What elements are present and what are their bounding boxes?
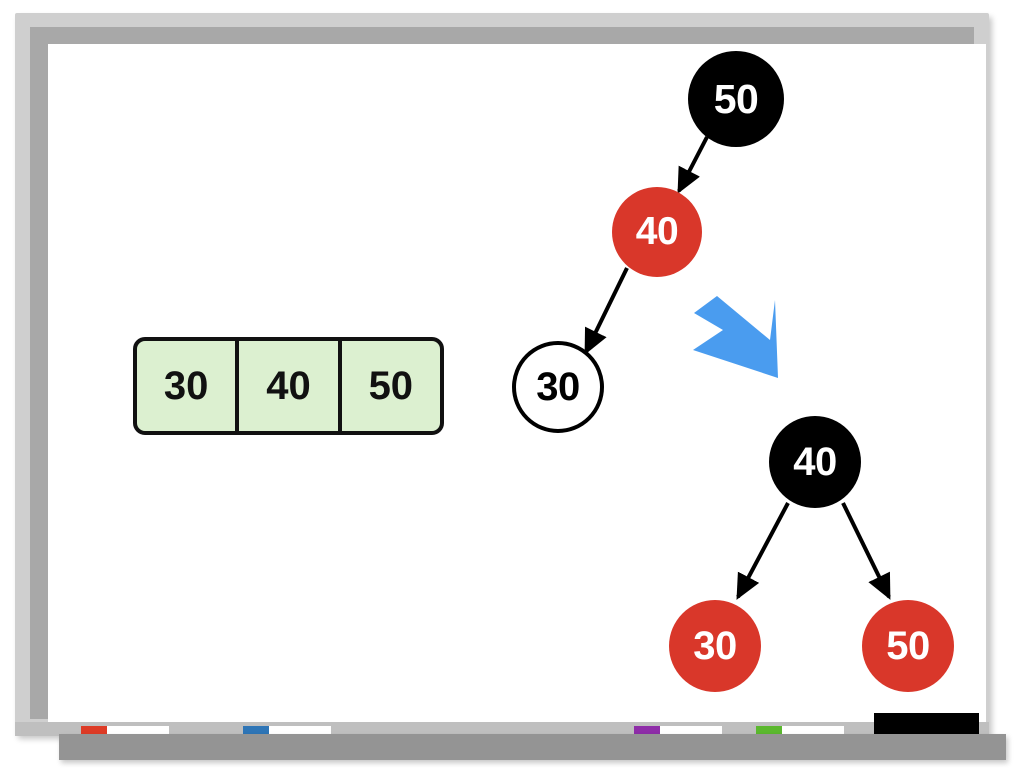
whiteboard-frame <box>15 13 989 735</box>
array-cell: 40 <box>235 341 337 431</box>
tree-node-before-40-red: 40 <box>612 187 702 277</box>
tree-node-after-40-black: 40 <box>769 416 861 508</box>
sorted-array: 30 40 50 <box>133 337 444 435</box>
tree-node-after-50-red: 50 <box>862 600 954 692</box>
array-cell: 30 <box>163 363 209 408</box>
tree-node-before-50-black: 50 <box>688 51 784 147</box>
tray-ledge <box>59 734 1006 760</box>
array-cell: 50 <box>337 341 440 431</box>
tree-node-before-30-white: 30 <box>512 341 604 433</box>
tree-node-after-30-red: 30 <box>669 600 761 692</box>
